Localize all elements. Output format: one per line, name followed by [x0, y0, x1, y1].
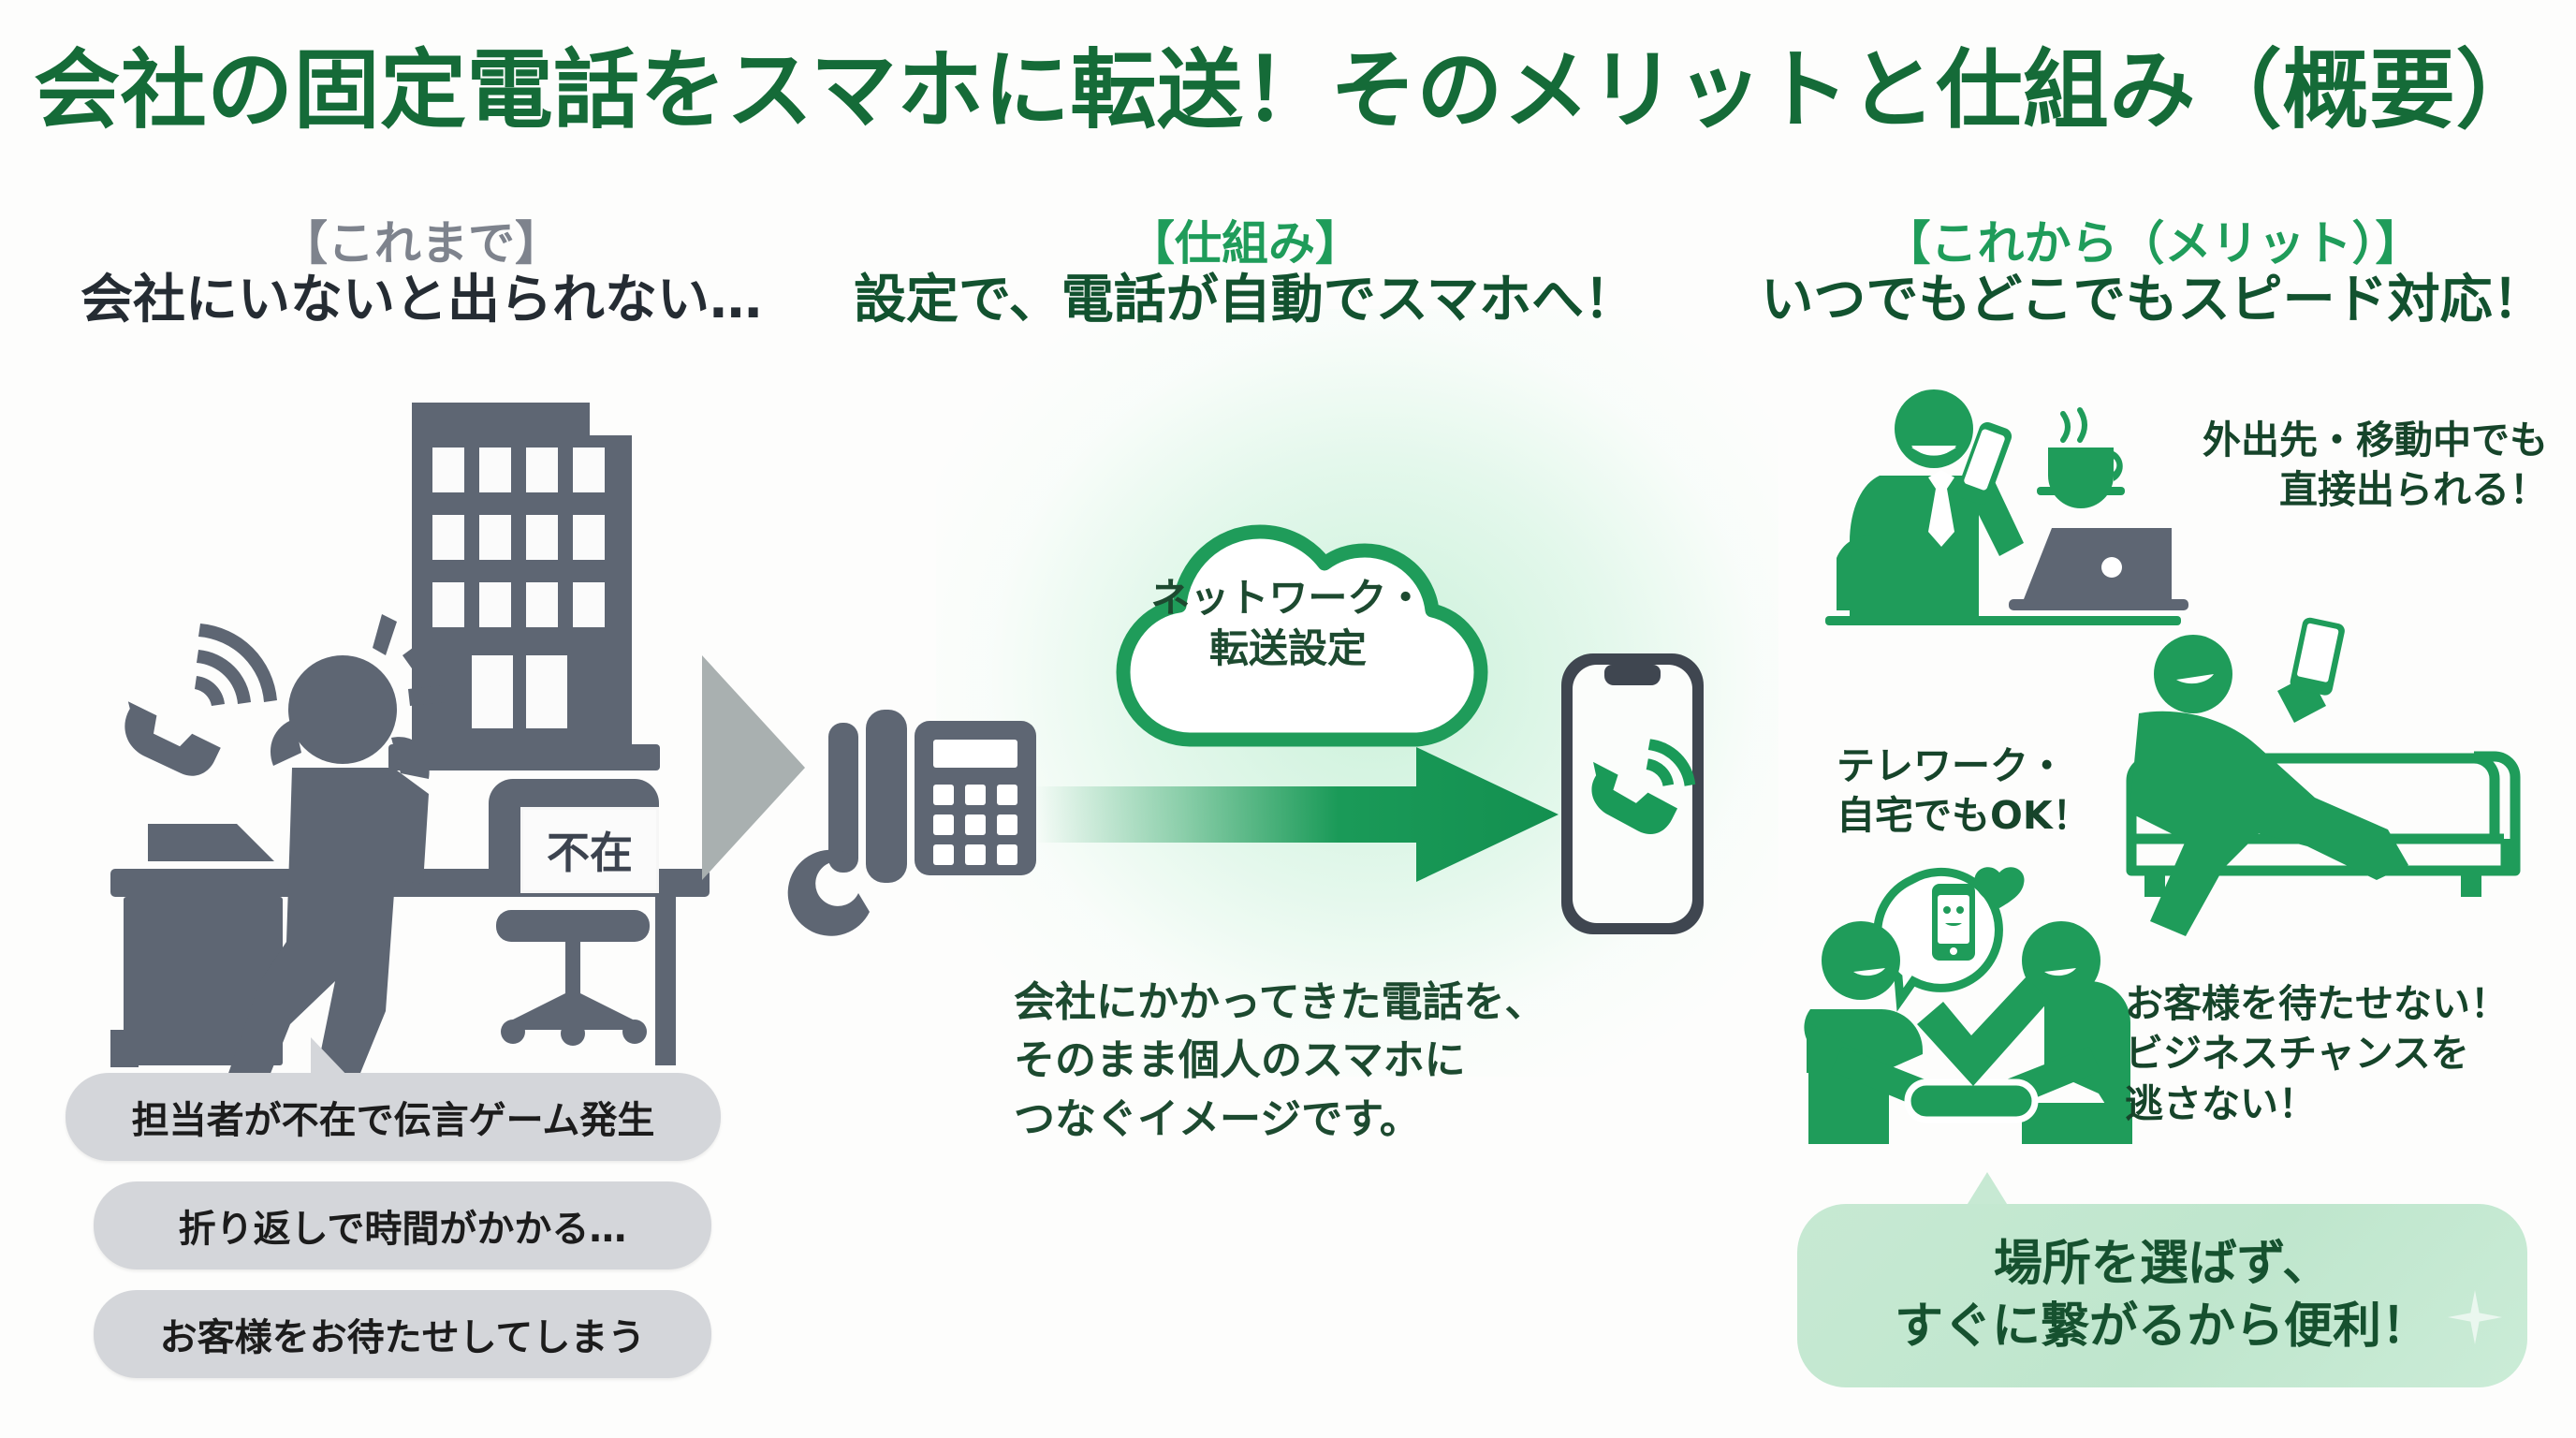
middle-caption-line1: 会社にかかってきた電話を、 — [1014, 978, 1546, 1026]
callout-line1: 場所を選ばず、 — [1993, 1236, 2332, 1293]
check-mark-icon — [1917, 977, 2050, 1086]
handshake-icon — [1804, 867, 2132, 1144]
benefit-3-line3: 逃さない！ — [2125, 1080, 2317, 1126]
laptop-icon — [2009, 528, 2188, 610]
column-right-subtitle: いつでもどこでもスピード対応！ — [1761, 270, 2545, 330]
column-header-right: 【これから（メリット）】 いつでもどこでもスピード対応！ — [1750, 217, 2555, 331]
problem-pill-3: お客様をお待たせしてしまう — [94, 1290, 711, 1378]
absent-desk-sign: 不在 — [520, 807, 659, 893]
person-on-sofa-icon — [2126, 617, 2521, 936]
speech-bubble-smartphone-icon — [1873, 867, 2025, 1012]
column-middle-tag: 【仕組み】 — [1128, 216, 1362, 271]
coffee-cup-icon — [2037, 407, 2125, 508]
smartphone-icon — [1561, 653, 1704, 934]
benefit-text-2: テレワーク・ 自宅でもOK！ — [1837, 741, 2230, 842]
problem-pill-2: 折り返しで時間がかかる… — [94, 1181, 711, 1269]
middle-caption-line2: そのまま個人のスマホに — [1014, 1036, 1466, 1085]
left-scene-illustration — [110, 403, 805, 1103]
problem-pill-1: 担当者が不在で伝言ゲーム発生 — [66, 1073, 721, 1161]
column-left-tag: 【これまで】 — [281, 216, 562, 271]
benefit-text-1: 外出先・移動中でも 直接出られる！ — [2127, 416, 2548, 516]
benefit-1-line1: 外出先・移動中でも — [2203, 418, 2548, 462]
office-building-icon — [388, 403, 660, 770]
desk-phone-icon — [787, 710, 1036, 936]
column-left-subtitle: 会社にいないと出られない… — [80, 270, 762, 330]
column-header-left: 【これまで】 会社にいないと出られない… — [19, 217, 824, 331]
column-right-tag: 【これから（メリット）】 — [1883, 216, 2422, 271]
benefit-3-line1: お客様を待たせない！ — [2125, 981, 2509, 1026]
benefit-1-line2: 直接出られる！ — [2279, 467, 2548, 513]
frustration-marks-icon — [373, 614, 446, 706]
ringing-handset-icon — [124, 624, 277, 776]
callout-line2: すぐに繋がるから便利！ — [1894, 1299, 2430, 1355]
column-middle-subtitle: 設定で、電話が自動でスマホへ！ — [853, 270, 1637, 330]
benefit-3-line2: ビジネスチャンスを — [2125, 1031, 2469, 1077]
benefit-text-3: お客様を待たせない！ ビジネスチャンスを 逃さない！ — [2125, 979, 2574, 1129]
green-arrow-icon — [1034, 747, 1559, 882]
benefit-2-line2: 自宅でもOK！ — [1837, 793, 2091, 839]
stressed-person-icon — [225, 655, 430, 1103]
gray-arrow-icon — [702, 655, 805, 880]
column-header-middle: 【仕組み】 設定で、電話が自動でスマホへ！ — [842, 217, 1647, 331]
page-title: 会社の固定電話をスマホに転送！そのメリットと仕組み（概要） — [34, 40, 2542, 140]
benefit-2-line1: テレワーク・ — [1837, 743, 2067, 788]
businessman-on-phone-icon — [1825, 389, 2188, 625]
middle-caption: 会社にかかってきた電話を、 そのまま個人のスマホに つなぐイメージです。 — [1014, 974, 1613, 1149]
cloud-icon — [1116, 524, 1488, 747]
summary-callout: 場所を選ばず、 すぐに繋がるから便利！ — [1797, 1204, 2527, 1387]
middle-caption-line3: つなぐイメージです。 — [1014, 1094, 1421, 1143]
